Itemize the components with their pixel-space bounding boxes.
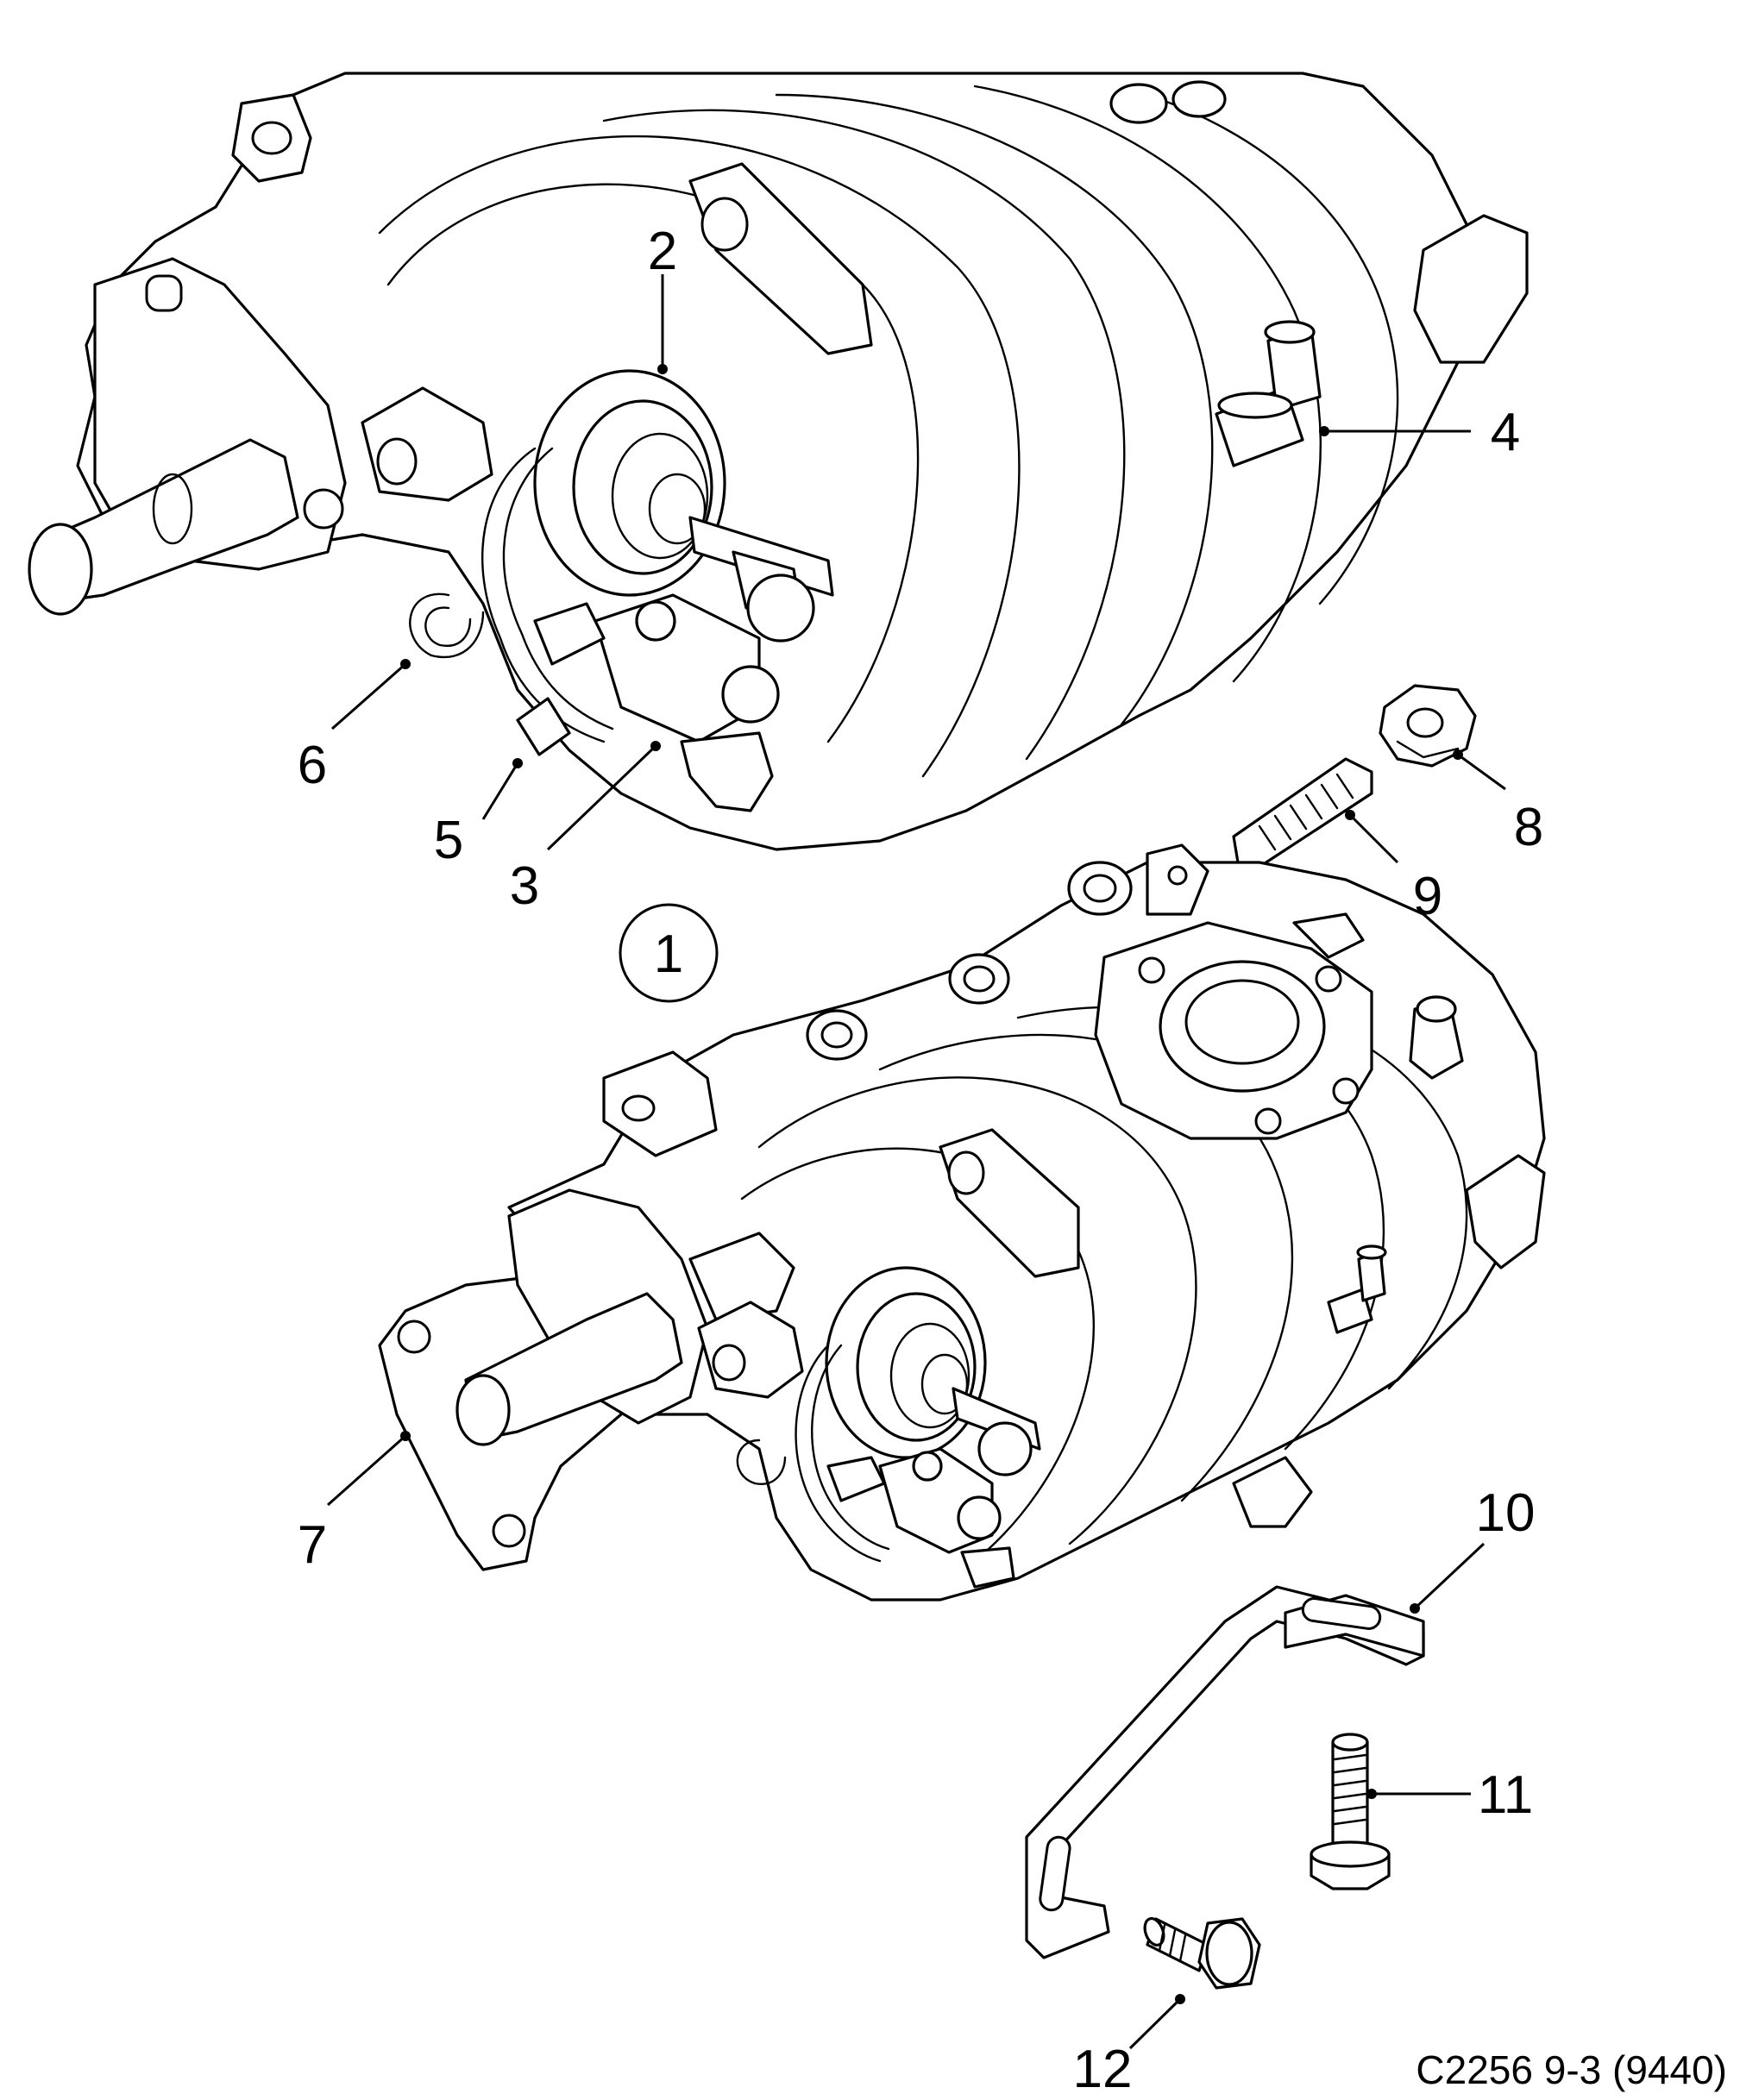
callout-5: 5 bbox=[434, 811, 463, 870]
support-bracket bbox=[1025, 1585, 1425, 1959]
drawing-code: C2256 9-3 (9440) bbox=[1416, 2047, 1727, 2092]
callout-10: 10 bbox=[1476, 1483, 1536, 1543]
solenoid-valve bbox=[533, 593, 780, 812]
stud-upper bbox=[1215, 320, 1322, 467]
bracket-bolt-lower bbox=[1143, 1916, 1261, 1990]
bracket-bolt-upper bbox=[1310, 1733, 1391, 1890]
nut-part bbox=[1379, 684, 1477, 768]
intake-manifold-assembly bbox=[378, 843, 1546, 1602]
callout-9: 9 bbox=[1413, 867, 1442, 926]
vacuum-actuator bbox=[533, 369, 834, 643]
hose-clip bbox=[409, 592, 485, 658]
leader-lines bbox=[327, 274, 1506, 2050]
callout-12: 12 bbox=[1073, 2040, 1133, 2096]
view-number-circle bbox=[619, 903, 719, 1003]
callout-7: 7 bbox=[298, 1515, 327, 1575]
callout-8: 8 bbox=[1514, 798, 1543, 857]
callout-2: 2 bbox=[648, 222, 677, 281]
callout-1: 1 bbox=[654, 925, 683, 984]
callout-labels: 1 2 3 4 5 6 7 8 9 10 11 12 C2256 9-3 (94… bbox=[298, 222, 1727, 2099]
callout-4: 4 bbox=[1491, 403, 1520, 462]
callout-6: 6 bbox=[298, 736, 327, 795]
callout-11: 11 bbox=[1478, 1765, 1533, 1825]
callout-3: 3 bbox=[510, 856, 539, 916]
detail-view-manifold bbox=[28, 72, 1529, 851]
